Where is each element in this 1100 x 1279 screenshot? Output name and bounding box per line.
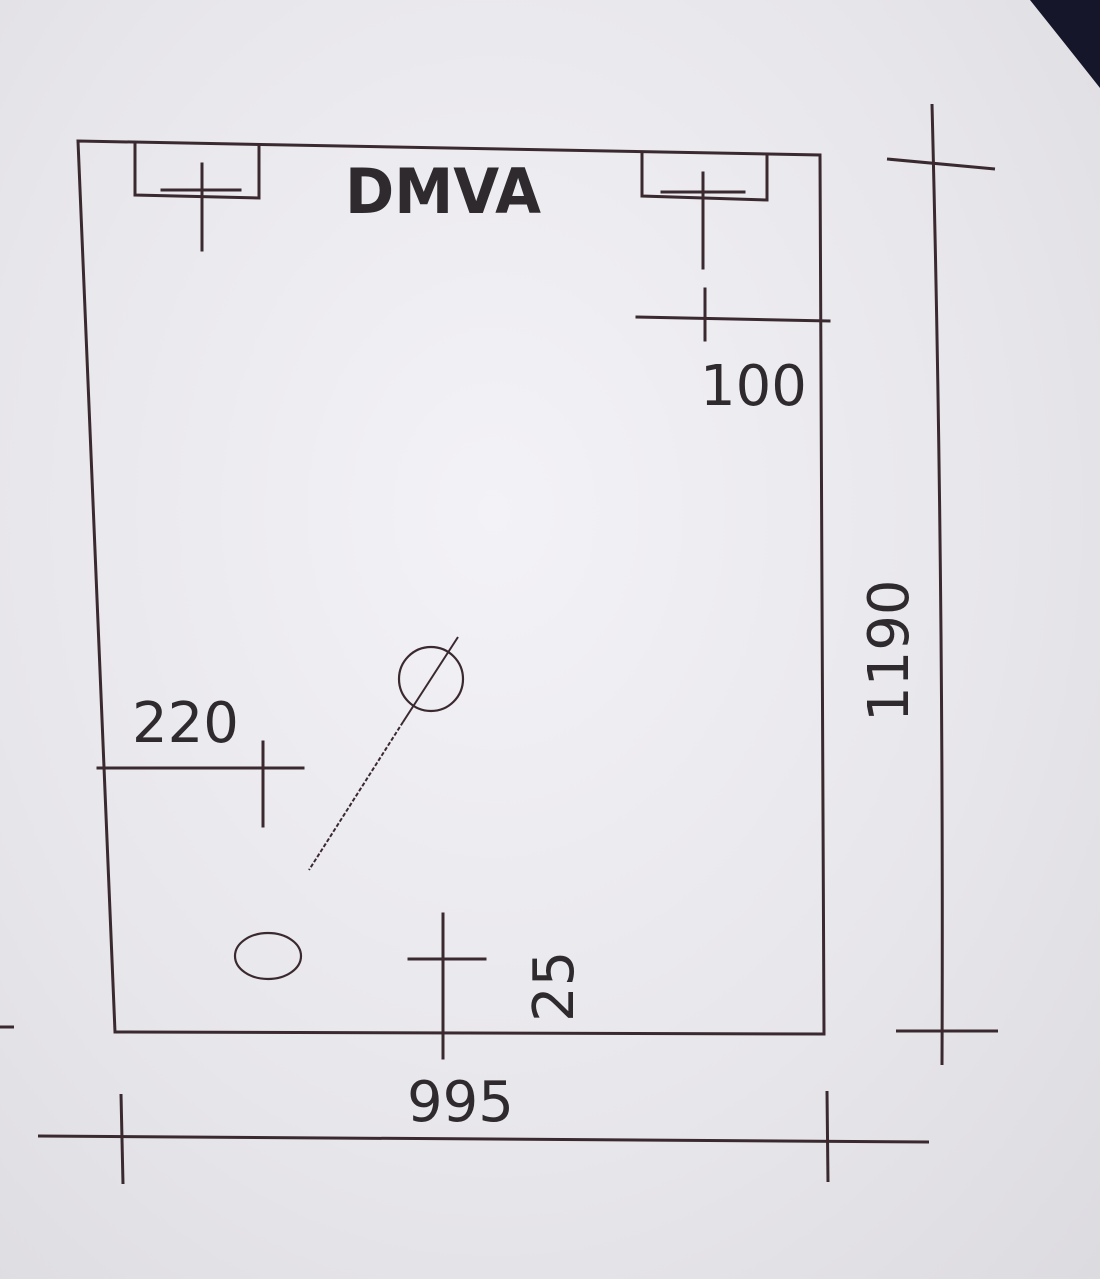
diameter-symbol-circle bbox=[397, 645, 465, 713]
diameter-symbol-slash bbox=[402, 636, 459, 723]
dim-label-100: 100 bbox=[700, 354, 807, 419]
dim-label-995: 995 bbox=[407, 1070, 514, 1135]
dim-height-line bbox=[930, 103, 944, 1066]
dim-width-tick-left bbox=[119, 1093, 125, 1185]
drawing-title: DMVA bbox=[345, 155, 541, 228]
sheet-corner-shadow bbox=[1030, 0, 1100, 88]
leader-line bbox=[308, 721, 404, 871]
dim-width-line bbox=[37, 1134, 930, 1144]
dim-100-h bbox=[635, 315, 831, 323]
slot-top-left bbox=[133, 141, 261, 200]
dim-width-tick-right bbox=[825, 1090, 830, 1183]
dim-label-220: 220 bbox=[132, 691, 239, 756]
dim-label-1190: 1190 bbox=[857, 579, 922, 722]
plate-outline bbox=[76, 139, 826, 1036]
dim-height-tick-top bbox=[886, 157, 996, 171]
dim-label-25: 25 bbox=[522, 951, 587, 1022]
hole-bottom-left bbox=[233, 931, 303, 981]
